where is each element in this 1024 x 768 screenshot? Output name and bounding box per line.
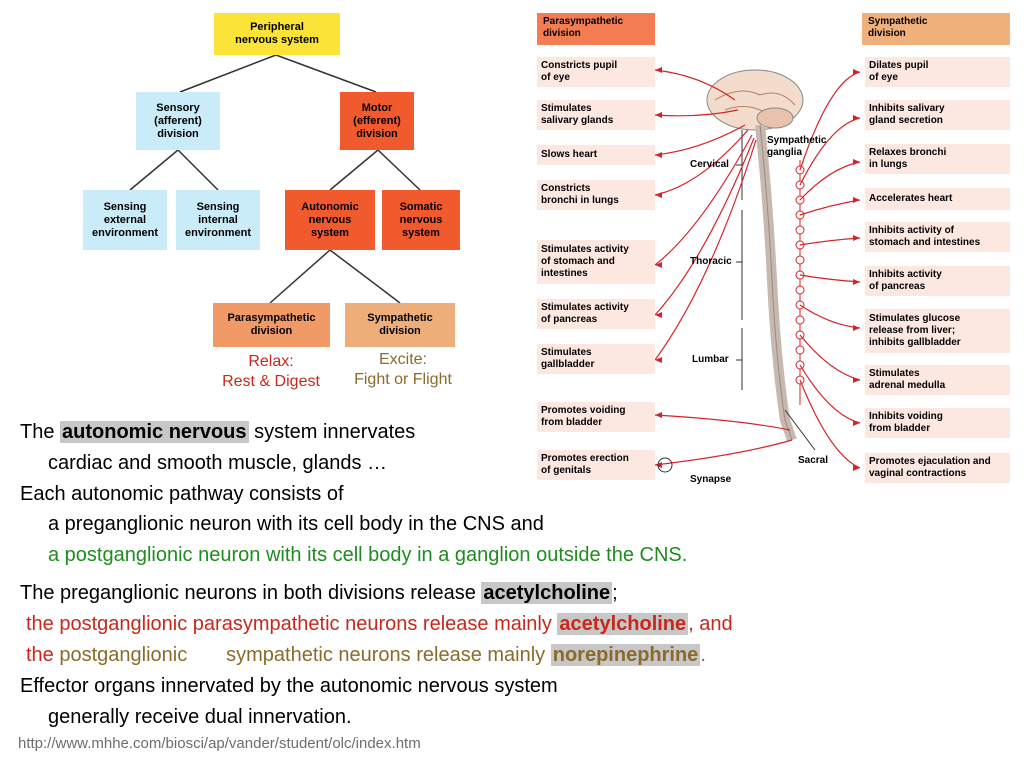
brain-icon <box>706 69 804 131</box>
text-line-3: Each autonomic pathway consists of <box>20 483 344 505</box>
symp-effect: Relaxes bronchi in lungs <box>865 144 1010 174</box>
text-line-6: The preganglionic neurons in both divisi… <box>20 582 618 604</box>
text-line-9: Effector organs innervated by the autono… <box>20 675 558 697</box>
sensing-internal-box: Sensing internal environment <box>176 190 260 250</box>
symp-effect: Dilates pupil of eye <box>865 57 1010 87</box>
autonomic-nervous-highlight: autonomic nervous <box>60 421 249 443</box>
synapse-label: Synapse <box>690 474 732 485</box>
text-line-5: a postganglionic neuron with its cell bo… <box>48 544 688 566</box>
symp-effect: Inhibits voiding from bladder <box>865 408 1010 438</box>
thoracic-label: Thoracic <box>690 256 732 267</box>
para-effect: Stimulates gallbladder <box>537 344 655 374</box>
para-effect: Constricts pupil of eye <box>537 57 655 87</box>
symp-effect: Inhibits salivary gland secretion <box>865 100 1010 130</box>
symp-effect: Accelerates heart <box>865 188 1010 210</box>
symp-effect: Stimulates adrenal medulla <box>865 365 1010 395</box>
para-effect: Constricts bronchi in lungs <box>537 180 655 210</box>
sacral-label: Sacral <box>798 455 829 466</box>
text-line-4: a preganglionic neuron with its cell bod… <box>48 513 544 535</box>
sympathetic-caption: Excite: Fight or Flight <box>354 351 452 388</box>
symp-effect: Promotes ejaculation and vaginal contrac… <box>865 453 1010 483</box>
autonomic-box: Autonomic nervous system <box>285 190 375 250</box>
source-url: http://www.mhhe.com/biosci/ap/vander/stu… <box>18 735 421 752</box>
parasympathetic-caption: Relax: Rest & Digest <box>222 353 320 390</box>
para-effect: Promotes voiding from bladder <box>537 402 655 432</box>
text-line-1: The autonomic nervous system innervates <box>20 421 416 443</box>
para-effect: Stimulates salivary glands <box>537 100 655 130</box>
symp-effect: Stimulates glucose release from liver; i… <box>865 309 1010 353</box>
somatic-box: Somatic nervous system <box>382 190 460 250</box>
motor-division-box: Motor (efferent) division <box>340 92 414 150</box>
norepinephrine-highlight: norepinephrine <box>550 644 701 666</box>
figure-symp-header: Sympathetic division <box>862 13 1010 45</box>
para-effect: Promotes erection of genitals <box>537 450 655 480</box>
acetylcholine-highlight: acetylcholine <box>481 582 613 604</box>
para-effect: Slows heart <box>537 145 655 165</box>
lumbar-label: Lumbar <box>692 354 729 365</box>
text-line-8: the postganglionic sympathetic neurons r… <box>26 644 706 666</box>
sympathetic-box: Sympathetic division <box>345 303 455 347</box>
symp-effect: Inhibits activity of pancreas <box>865 266 1010 296</box>
figure-para-header: Parasympathetic division <box>537 13 655 45</box>
text-line-10: generally receive dual innervation. <box>48 706 352 728</box>
text-line-7: the postganglionic parasympathetic neuro… <box>26 613 733 635</box>
sensing-external-box: Sensing external environment <box>83 190 167 250</box>
acetylcholine-para-highlight: acetylcholine <box>557 613 689 635</box>
para-effect: Stimulates activity of stomach and intes… <box>537 240 655 284</box>
cervical-label: Cervical <box>690 159 729 170</box>
sensory-division-box: Sensory (afferent) division <box>136 92 220 150</box>
symp-effect: Inhibits activity of stomach and intesti… <box>865 222 1010 252</box>
parasympathetic-box: Parasympathetic division <box>213 303 330 347</box>
text-line-2: cardiac and smooth muscle, glands … <box>48 452 388 474</box>
sympathetic-ganglia-label: Sympathetic ganglia <box>767 135 827 158</box>
pns-box: Peripheral nervous system <box>214 13 340 55</box>
para-effect: Stimulates activity of pancreas <box>537 299 655 329</box>
